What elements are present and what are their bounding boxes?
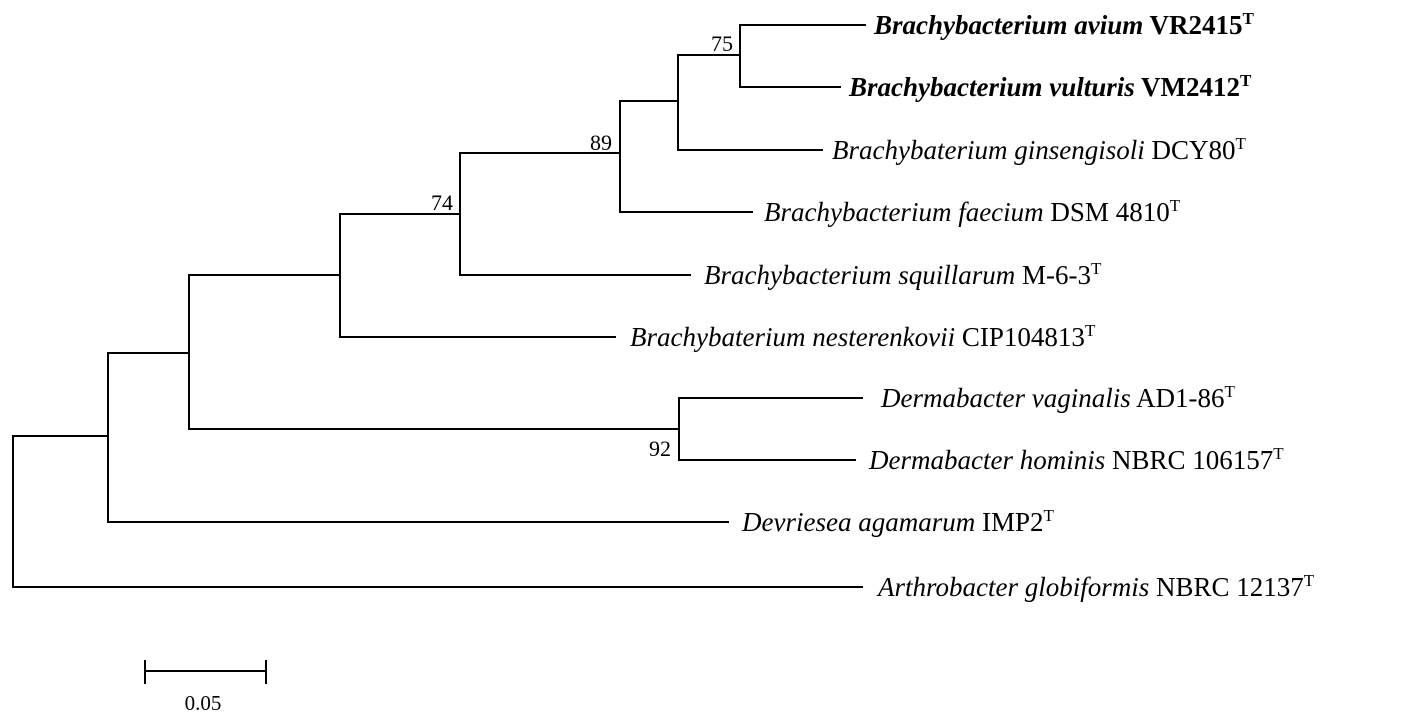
tree-branches bbox=[12, 24, 866, 588]
bootstrap-values: 75 89 74 92 bbox=[431, 31, 733, 461]
taxon-label-agamarum: Devriesea agamarum IMP2T bbox=[741, 506, 1054, 537]
taxon-label-nesterenkovii: Brachybaterium nesterenkovii CIP104813T bbox=[630, 321, 1096, 352]
taxon-label-avium: Brachybacterium avium VR2415T bbox=[873, 9, 1255, 40]
scale-bar: 0.05 bbox=[144, 660, 267, 715]
bootstrap-89: 89 bbox=[590, 130, 612, 155]
taxon-label-faecium: Brachybacterium faecium DSM 4810T bbox=[764, 196, 1181, 227]
taxon-label-squillarum: Brachybacterium squillarum M-6-3T bbox=[704, 259, 1102, 290]
taxon-label-globiformis: Arthrobacter globiformis NBRC 12137T bbox=[876, 571, 1315, 602]
taxon-labels: Brachybacterium avium VR2415T Brachybact… bbox=[630, 9, 1315, 602]
bootstrap-75: 75 bbox=[711, 31, 733, 56]
bootstrap-92: 92 bbox=[649, 436, 671, 461]
taxon-label-hominis: Dermabacter hominis NBRC 106157T bbox=[868, 444, 1284, 475]
taxon-label-vulturis: Brachybacterium vulturis VM2412T bbox=[848, 71, 1252, 102]
scale-bar-label: 0.05 bbox=[185, 691, 222, 715]
bootstrap-74: 74 bbox=[431, 190, 453, 215]
taxon-label-vaginalis: Dermabacter vaginalis AD1-86T bbox=[880, 382, 1235, 413]
taxon-label-ginsengisoli: Brachybaterium ginsengisoli DCY80T bbox=[832, 134, 1246, 165]
